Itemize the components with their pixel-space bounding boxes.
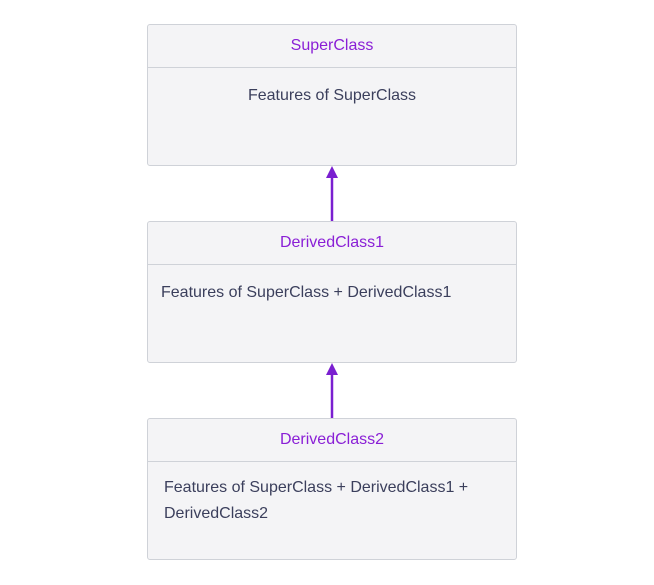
superclass-features: Features of SuperClass [247,87,417,104]
derivedclass2-features: Features of SuperClass + DerivedClass1 +… [164,479,469,522]
arrow-derivedclass2-to-derivedclass1 [326,363,338,418]
superclass-header: SuperClass [148,25,516,68]
arrow-derivedclass1-to-superclass [326,166,338,221]
derivedclass2-header: DerivedClass2 [148,419,516,462]
derivedclass2-box: DerivedClass2 Features of SuperClass + D… [147,418,517,560]
derivedclass1-box: DerivedClass1 Features of SuperClass + D… [147,221,517,363]
superclass-box: SuperClass Features of SuperClass [147,24,517,166]
derivedclass1-features: Features of SuperClass + DerivedClass1 [161,284,452,301]
derivedclass1-header: DerivedClass1 [148,222,516,265]
